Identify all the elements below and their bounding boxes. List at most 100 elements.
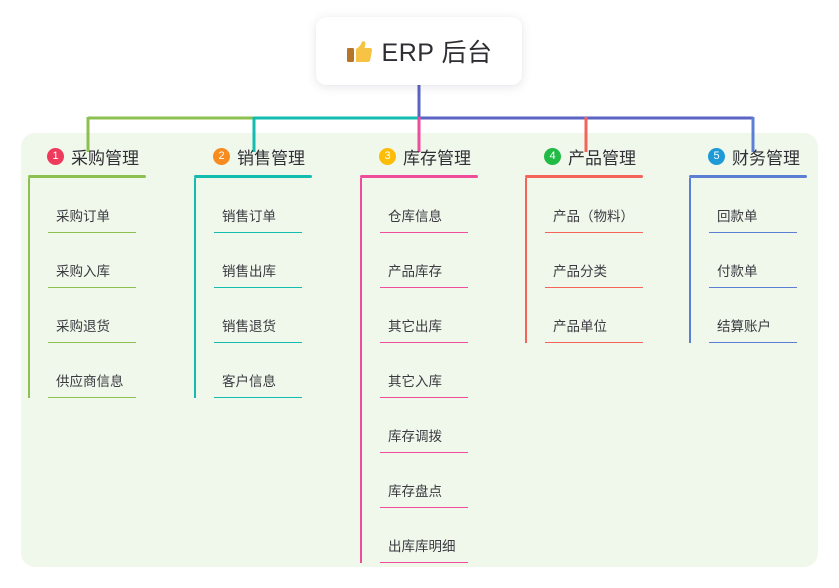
leaf-connector — [28, 343, 30, 398]
leaf-underline — [709, 231, 797, 233]
thumbs-up-icon — [346, 38, 373, 65]
leaf-underline — [709, 286, 797, 288]
leaf-connector — [194, 178, 196, 233]
branch-header-3[interactable]: 3 库存管理 — [360, 143, 530, 169]
branch-column-1: 1 采购管理采购订单采购入库采购退货供应商信息 — [28, 143, 188, 398]
branch-title: 采购管理 — [71, 148, 139, 168]
leaf-underline — [48, 341, 136, 343]
leaf-item[interactable]: 客户信息 — [194, 343, 354, 398]
leaf-item[interactable]: 销售退货 — [194, 288, 354, 343]
leaf-connector — [360, 233, 362, 288]
leaf-underline — [380, 231, 468, 233]
leaf-item[interactable]: 产品分类 — [525, 233, 700, 288]
leaf-item[interactable]: 供应商信息 — [28, 343, 188, 398]
branch-number-badge: 3 — [379, 147, 396, 165]
leaf-label: 库存调拨 — [388, 429, 442, 444]
leaf-item[interactable]: 其它入库 — [360, 343, 530, 398]
leaf-underline — [48, 231, 136, 233]
leaf-connector — [525, 288, 527, 343]
leaf-item[interactable]: 产品（物料） — [525, 178, 700, 233]
leaf-connector — [689, 288, 691, 343]
leaf-connector — [689, 233, 691, 288]
leaf-underline — [48, 286, 136, 288]
root-node-content: ERP 后台 — [346, 33, 493, 69]
leaf-label: 仓库信息 — [388, 209, 442, 224]
leaf-connector — [360, 398, 362, 453]
leaf-item[interactable]: 采购入库 — [28, 233, 188, 288]
leaf-connector — [28, 178, 30, 233]
branch-title: 产品管理 — [568, 148, 636, 168]
leaf-connector — [194, 288, 196, 343]
leaf-item[interactable]: 库存盘点 — [360, 453, 530, 508]
leaf-underline — [380, 286, 468, 288]
branch-underline — [194, 175, 312, 178]
leaf-underline — [545, 286, 643, 288]
leaf-underline — [545, 341, 643, 343]
branch-column-2: 2 销售管理销售订单销售出库销售退货客户信息 — [194, 143, 354, 398]
leaf-item[interactable]: 采购订单 — [28, 178, 188, 233]
root-node[interactable]: ERP 后台 — [316, 17, 522, 85]
leaf-underline — [380, 506, 468, 508]
branch-underline — [28, 175, 146, 178]
leaf-label: 其它出库 — [388, 319, 442, 334]
branch-underline — [689, 175, 807, 178]
leaf-item[interactable]: 回款单 — [689, 178, 819, 233]
branch-panel-background — [21, 133, 818, 567]
leaf-underline — [380, 561, 468, 563]
leaf-item[interactable]: 仓库信息 — [360, 178, 530, 233]
leaf-connector — [28, 233, 30, 288]
leaf-label: 采购退货 — [56, 319, 110, 334]
leaf-item[interactable]: 销售出库 — [194, 233, 354, 288]
leaf-item[interactable]: 其它出库 — [360, 288, 530, 343]
leaf-label: 其它入库 — [388, 374, 442, 389]
leaf-label: 供应商信息 — [56, 374, 124, 389]
leaf-underline — [380, 396, 468, 398]
leaf-item[interactable]: 库存调拨 — [360, 398, 530, 453]
root-node-title: ERP 后台 — [381, 39, 493, 67]
leaf-connector — [689, 178, 691, 233]
leaf-underline — [214, 396, 302, 398]
branch-title: 销售管理 — [237, 148, 305, 168]
leaf-item[interactable]: 销售订单 — [194, 178, 354, 233]
leaf-connector — [360, 178, 362, 233]
branch-title: 库存管理 — [403, 148, 471, 168]
branch-number-badge: 1 — [47, 147, 64, 165]
branch-number-badge: 2 — [213, 147, 230, 165]
branch-title: 财务管理 — [732, 148, 800, 168]
branch-leaf-list: 采购订单采购入库采购退货供应商信息 — [28, 178, 188, 398]
leaf-connector — [28, 288, 30, 343]
branch-header-2[interactable]: 2 销售管理 — [194, 143, 354, 169]
leaf-label: 产品库存 — [388, 264, 442, 279]
branch-header-1[interactable]: 1 采购管理 — [28, 143, 188, 169]
branch-leaf-list: 产品（物料）产品分类产品单位 — [525, 178, 700, 343]
leaf-connector — [525, 178, 527, 233]
branch-number-badge: 4 — [544, 147, 561, 165]
leaf-underline — [709, 341, 797, 343]
leaf-item[interactable]: 采购退货 — [28, 288, 188, 343]
leaf-item[interactable]: 产品库存 — [360, 233, 530, 288]
branch-leaf-list: 销售订单销售出库销售退货客户信息 — [194, 178, 354, 398]
leaf-connector — [360, 343, 362, 398]
branch-header-4[interactable]: 4 产品管理 — [525, 143, 700, 169]
leaf-underline — [380, 451, 468, 453]
leaf-label: 销售退货 — [222, 319, 276, 334]
branch-column-4: 4 产品管理产品（物料）产品分类产品单位 — [525, 143, 700, 343]
leaf-connector — [194, 233, 196, 288]
leaf-label: 销售出库 — [222, 264, 276, 279]
leaf-underline — [380, 341, 468, 343]
leaf-item[interactable]: 产品单位 — [525, 288, 700, 343]
leaf-item[interactable]: 付款单 — [689, 233, 819, 288]
leaf-item[interactable]: 结算账户 — [689, 288, 819, 343]
leaf-underline — [214, 231, 302, 233]
leaf-label: 采购入库 — [56, 264, 110, 279]
leaf-label: 付款单 — [717, 264, 758, 279]
leaf-item[interactable]: 出库库明细 — [360, 508, 530, 563]
leaf-connector — [525, 233, 527, 288]
branch-underline — [360, 175, 478, 178]
branch-column-3: 3 库存管理仓库信息产品库存其它出库其它入库库存调拨库存盘点出库库明细 — [360, 143, 530, 563]
branch-leaf-list: 仓库信息产品库存其它出库其它入库库存调拨库存盘点出库库明细 — [360, 178, 530, 563]
